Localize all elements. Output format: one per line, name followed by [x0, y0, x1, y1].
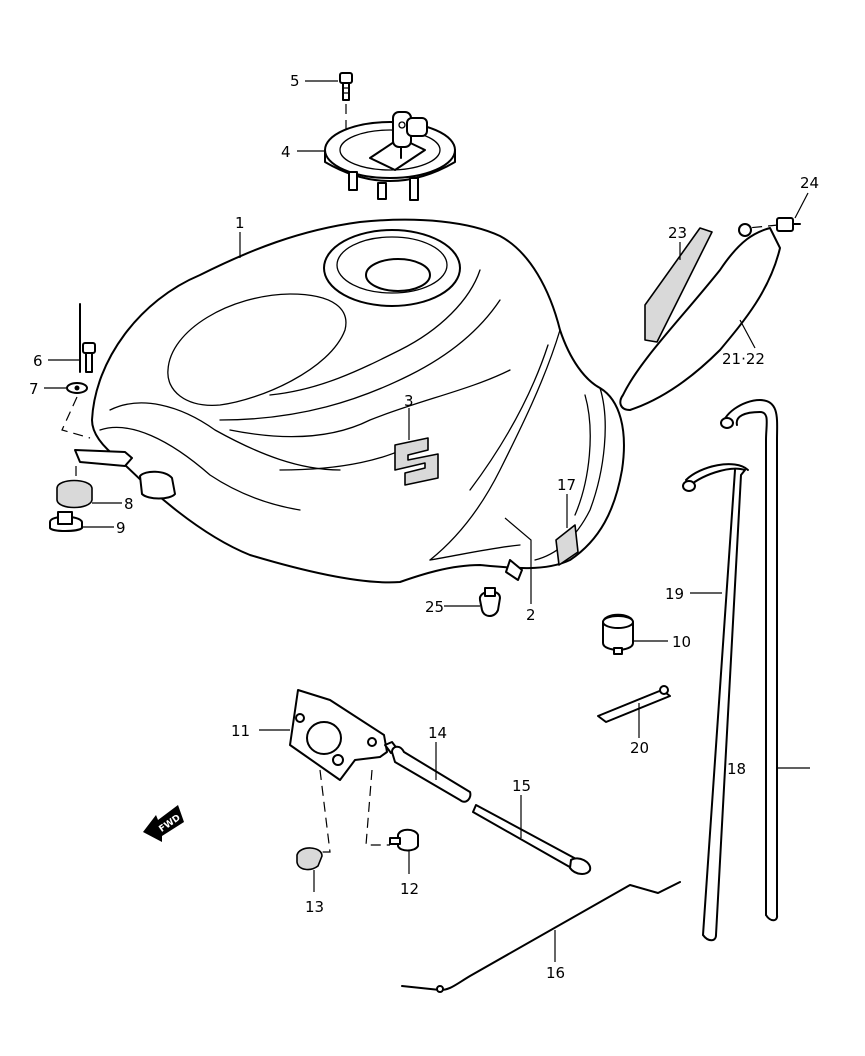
callout-3: 3 [404, 392, 414, 410]
callout-16: 16 [546, 964, 565, 982]
callout-6: 6 [33, 352, 43, 370]
callout-1: 1 [235, 214, 245, 232]
rear-bracket-hardware [289, 689, 592, 875]
fuel-tank [91, 218, 625, 584]
callout-19: 19 [665, 585, 684, 603]
callout-24: 24 [800, 174, 819, 192]
small-parts [478, 587, 671, 723]
callout-13: 13 [305, 898, 324, 916]
callout-5: 5 [290, 72, 300, 90]
callout-25: 25 [425, 598, 444, 616]
callout-11: 11 [231, 722, 250, 740]
callout-14: 14 [428, 724, 447, 742]
callout-labels: 1 2 3 4 5 6 7 8 9 10 11 12 13 14 15 16 1… [29, 72, 819, 982]
front-mount-hardware [49, 303, 133, 532]
callout-15: 15 [512, 777, 531, 795]
callout-17: 17 [557, 476, 576, 494]
hoses [682, 399, 779, 942]
callout-12: 12 [400, 880, 419, 898]
callout-2: 2 [526, 606, 536, 624]
fwd-arrow-icon: FWD [143, 805, 184, 842]
callout-9: 9 [116, 519, 126, 537]
rod-16 [401, 881, 681, 991]
callout-8: 8 [124, 495, 134, 513]
callout-7: 7 [29, 380, 39, 398]
leader-lines [44, 80, 810, 962]
fuel-cap-assembly [324, 72, 456, 201]
callout-20: 20 [630, 739, 649, 757]
callout-10: 10 [672, 633, 691, 651]
callout-23: 23 [668, 224, 687, 242]
side-cover-assembly [619, 217, 801, 411]
callout-18: 18 [727, 760, 746, 778]
callout-4: 4 [281, 143, 291, 161]
callout-21-22: 21·22 [722, 350, 765, 368]
